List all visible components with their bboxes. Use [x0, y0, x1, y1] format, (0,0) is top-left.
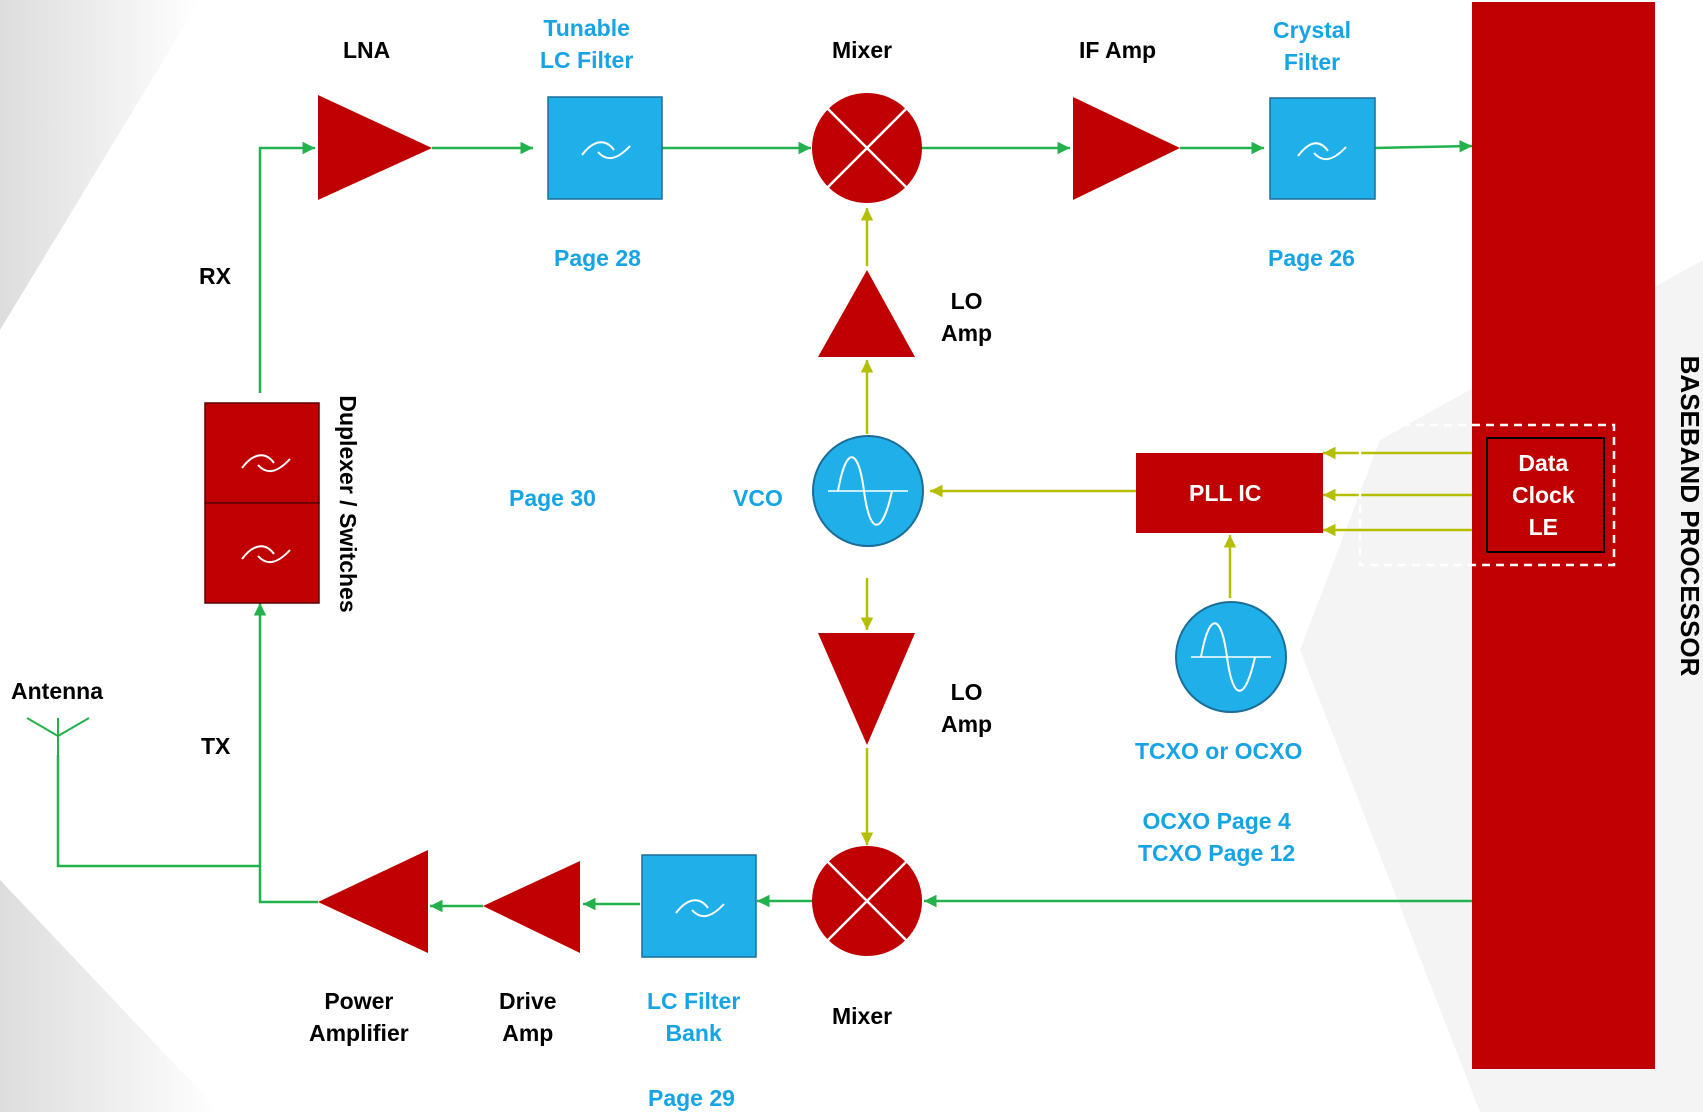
- lo-amp-top-icon: [818, 270, 915, 357]
- if-amp-icon: [1073, 97, 1180, 200]
- lo-amp-bottom-icon: [818, 633, 915, 745]
- tx-mixer-label: Mixer: [832, 1000, 892, 1032]
- lna-amplifier-icon: [318, 95, 432, 200]
- lna-label: LNA: [343, 34, 390, 66]
- duplexer-tx-filter: [205, 503, 319, 603]
- vco-page: Page 30: [509, 482, 596, 514]
- drive-amp-label: Drive Amp: [499, 985, 557, 1049]
- tunable-filter-icon: [548, 97, 662, 199]
- power-amp-icon: [318, 850, 428, 953]
- pll-ic-label: PLL IC: [1189, 477, 1261, 509]
- antenna-label: Antenna: [11, 675, 103, 707]
- lc-filter-bank-page: Page 29: [648, 1082, 735, 1114]
- vco-label: VCO: [733, 482, 783, 514]
- if-amp-label: IF Amp: [1079, 34, 1156, 66]
- lc-filter-bank-label: LC Filter Bank: [647, 985, 740, 1049]
- reference-osc-pages: OCXO Page 4 TCXO Page 12: [1138, 805, 1295, 869]
- tunable-filter-label: Tunable LC Filter: [540, 12, 633, 76]
- lo-amp-top-label: LO Amp: [941, 285, 992, 349]
- crystal-filter-page: Page 26: [1268, 242, 1355, 274]
- drive-amp-icon: [483, 861, 580, 953]
- baseband-interface-label: Data Clock LE: [1512, 447, 1575, 543]
- crystal-filter-label: Crystal Filter: [1273, 14, 1351, 78]
- duplexer-label: Duplexer / Switches: [332, 374, 364, 634]
- rx-mixer-label: Mixer: [832, 34, 892, 66]
- antenna-icon: [27, 718, 89, 755]
- rx-label: RX: [199, 260, 231, 292]
- reference-osc-label: TCXO or OCXO: [1135, 735, 1302, 767]
- tunable-filter-page: Page 28: [554, 242, 641, 274]
- lo-amp-bottom-label: LO Amp: [941, 676, 992, 740]
- tx-label: TX: [201, 730, 230, 762]
- lc-filter-bank-icon: [642, 855, 756, 957]
- power-amp-label: Power Amplifier: [309, 985, 409, 1049]
- baseband-processor-label: BASEBAND PROCESSOR: [1672, 336, 1703, 696]
- duplexer-rx-filter: [205, 403, 319, 503]
- crystal-filter-icon: [1270, 98, 1375, 199]
